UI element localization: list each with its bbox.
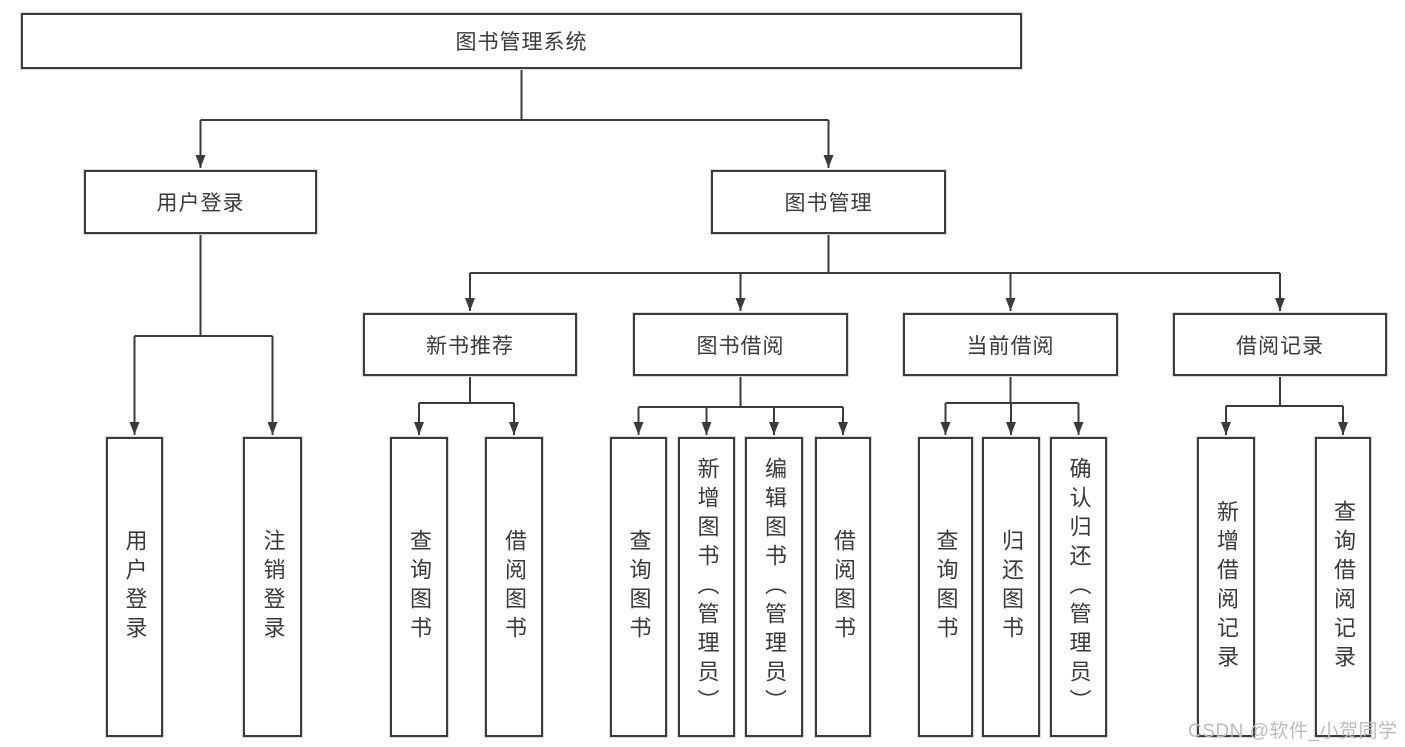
leaf-label: 新增借阅记录 <box>1214 500 1239 674</box>
node-current-borrowing: 当前借阅 <box>903 313 1118 376</box>
leaf-query-books-1: 查询图书 <box>390 437 448 737</box>
csdn-watermark: CSDN @软件_小贺同学 <box>1188 721 1398 742</box>
leaf-label: 查询图书 <box>933 529 959 645</box>
leaf-query-books-2: 查询图书 <box>610 437 667 737</box>
leaf-label: 用户登录 <box>122 529 148 645</box>
leaf-add-books-admin: 新增图书（管理员） <box>678 437 735 737</box>
node-new-book-recommend: 新书推荐 <box>363 313 577 376</box>
node-book-borrowing: 图书借阅 <box>633 313 848 376</box>
leaf-label: 新增图书（管理员） <box>694 456 720 718</box>
leaf-query-books-3: 查询图书 <box>918 437 973 737</box>
node-user-login: 用户登录 <box>84 170 317 234</box>
leaf-label: 查询图书 <box>626 529 652 645</box>
leaf-label: 查询借阅记录 <box>1331 500 1356 674</box>
leaf-label: 注销登录 <box>260 529 286 645</box>
leaf-logout: 注销登录 <box>243 437 302 737</box>
node-book-management: 图书管理 <box>711 170 946 234</box>
node-borrowing-records: 借阅记录 <box>1173 313 1387 376</box>
leaf-confirm-return-admin: 确认归还（管理员） <box>1050 437 1107 737</box>
leaf-borrow-books-1: 借阅图书 <box>485 437 543 737</box>
leaf-label: 查询图书 <box>407 529 432 645</box>
leaf-user-login: 用户登录 <box>106 437 163 737</box>
leaf-edit-books-admin: 编辑图书（管理员） <box>745 437 803 737</box>
leaf-label: 借阅图书 <box>502 529 527 645</box>
leaf-label: 借阅图书 <box>831 529 856 645</box>
leaf-query-borrow-record: 查询借阅记录 <box>1315 437 1371 737</box>
node-library-management-system: 图书管理系统 <box>21 13 1022 69</box>
leaf-add-borrow-record: 新增借阅记录 <box>1197 437 1255 737</box>
leaf-label: 确认归还（管理员） <box>1066 456 1092 718</box>
leaf-label: 归还图书 <box>999 529 1024 645</box>
leaf-return-books: 归还图书 <box>982 437 1040 737</box>
leaf-borrow-books-2: 借阅图书 <box>815 437 871 737</box>
leaf-label: 编辑图书（管理员） <box>762 456 787 718</box>
